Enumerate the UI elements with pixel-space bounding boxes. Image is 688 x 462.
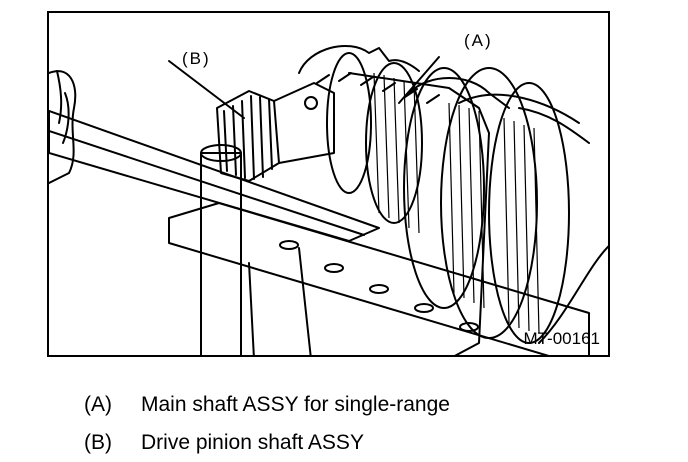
legend-key: (B) [84,431,112,454]
legend-text: Main shaft ASSY for single-range [141,393,450,416]
legend-item: (B) Drive pinion shaft ASSY [84,424,450,462]
illustration-frame: (A) (B) MT-00161 [47,11,610,357]
support-rod [200,152,242,355]
case-flange [248,247,312,355]
legend-key: (A) [84,393,112,416]
case-plate [168,202,590,355]
leader-line-b [168,60,245,119]
screwdriver [49,110,380,242]
transmission-illustration [49,44,608,355]
gear-stack [298,44,608,355]
legend-text: Drive pinion shaft ASSY [141,431,364,454]
legend: (A) Main shaft ASSY for single-range (B)… [84,386,450,462]
callout-b-label: (B) [182,49,211,68]
legend-item: (A) Main shaft ASSY for single-range [84,386,450,424]
leader-line-a [398,56,440,104]
hand [49,70,77,184]
case-bolt-holes [279,240,479,332]
drive-pinion-shaft [216,82,335,182]
figure-id: MT-00161 [523,329,600,348]
callout-a-label: (A) [464,31,493,50]
gear-teeth [373,72,540,334]
